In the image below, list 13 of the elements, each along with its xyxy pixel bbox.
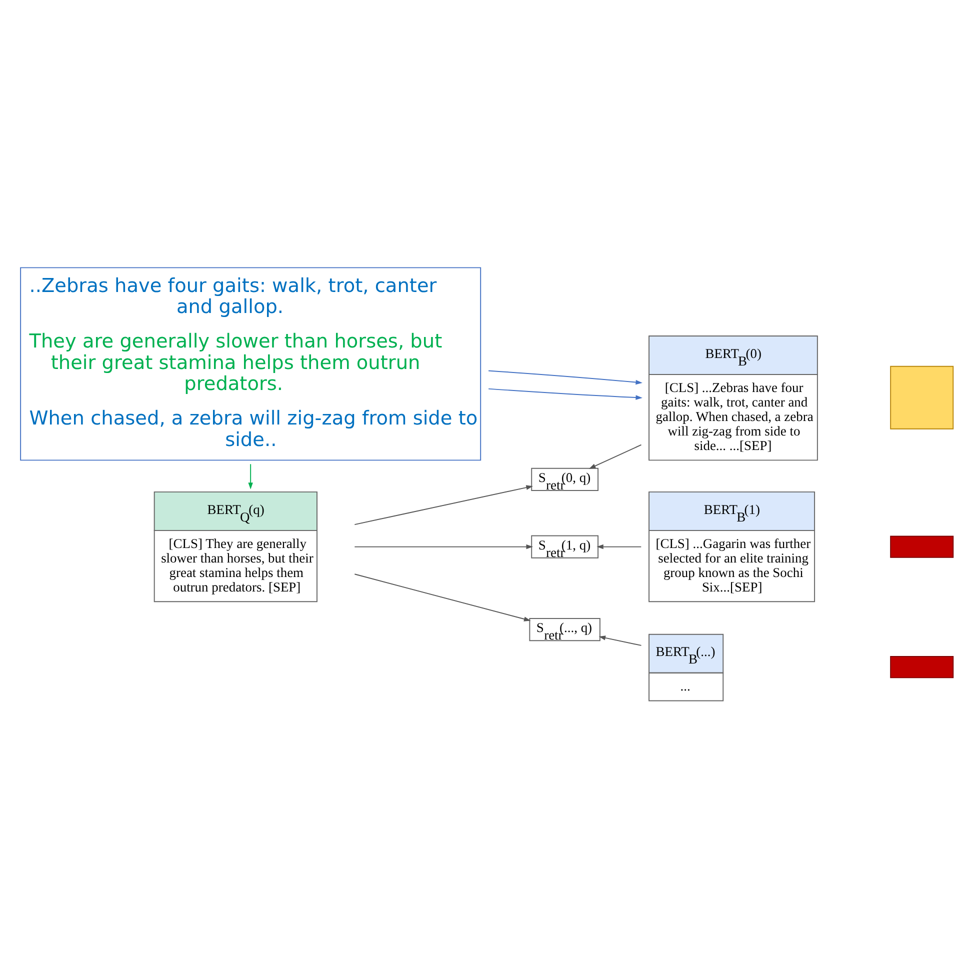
arrow: [354, 485, 533, 526]
arrow: [488, 370, 642, 385]
arrow: [354, 544, 533, 550]
node-bar: [890, 536, 954, 558]
arrow: [596, 544, 642, 550]
node-bar: [890, 656, 954, 678]
node-box: ..Zebras have four gaits: walk, trot, canter and gallop. They are generally slower than horses, but their great stamina helps them outrun predators. When chased, a zebra will zig-zag from side to side..: [20, 267, 482, 461]
arrow: [488, 388, 642, 400]
arrow: [598, 636, 642, 646]
node-cross: [890, 366, 954, 430]
arrow: [248, 464, 253, 490]
arrow: [354, 574, 531, 622]
arrow: [588, 444, 642, 469]
